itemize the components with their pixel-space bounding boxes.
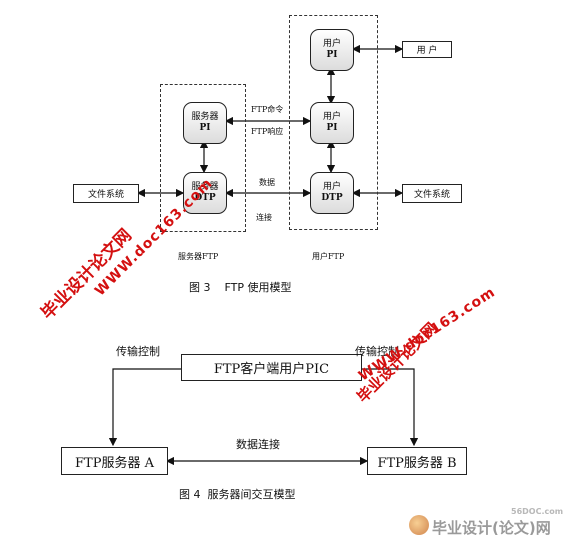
transfer-control-left-label: 传输控制 <box>116 345 160 358</box>
ftp-command-label: FTP命令 <box>251 105 284 114</box>
figure-4-caption: 图 4 服务器间交互模型 <box>179 488 296 501</box>
data-label: 数据 <box>259 178 275 187</box>
data-connection-label: 数据连接 <box>236 438 280 451</box>
ftp-server-b-box: FTP服务器 B <box>367 447 467 475</box>
server-pi-node: 服务器 PI <box>183 102 227 144</box>
ftp-client-box: FTP客户端用户PIC <box>181 354 362 381</box>
watermark-corner-url: 56DOC.com <box>511 507 564 516</box>
file-system-right: 文件系统 <box>402 184 462 203</box>
user-box: 用 户 <box>402 41 452 58</box>
file-system-left: 文件系统 <box>73 184 139 203</box>
server-ftp-label: 服务器FTP <box>178 252 219 261</box>
connection-label: 连接 <box>256 213 272 222</box>
user-dtp-node: 用户 DTP <box>310 172 354 214</box>
user-pi-top-node: 用户 PI <box>310 29 354 71</box>
watermark-corner-logo: 毕业设计(论文)网 <box>432 519 551 537</box>
figure-3-caption: 图 3 FTP 使用模型 <box>189 281 292 294</box>
user-pi-node: 用户 PI <box>310 102 354 144</box>
watermark-corner-logo-icon <box>409 515 429 535</box>
server-ftp-group <box>160 84 246 232</box>
ftp-server-a-box: FTP服务器 A <box>61 447 168 475</box>
user-ftp-group <box>289 15 378 230</box>
arrow-client-servera <box>108 368 181 447</box>
ftp-response-label: FTP响应 <box>251 127 284 136</box>
transfer-control-right-label: 传输控制 <box>355 345 399 358</box>
server-dtp-node: 服务器 DTP <box>183 172 227 214</box>
arrow-client-serverb <box>360 368 419 447</box>
user-ftp-label: 用户FTP <box>312 252 345 261</box>
